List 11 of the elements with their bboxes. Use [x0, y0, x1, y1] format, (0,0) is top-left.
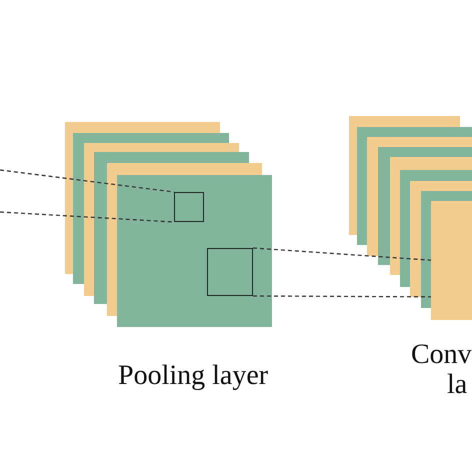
dashed-line	[253, 295, 431, 298]
layer-label: la	[447, 371, 468, 399]
pooling-window	[174, 192, 204, 222]
dashed-line	[0, 169, 174, 193]
layer-label: Pooling layer	[118, 362, 268, 390]
feature-map	[117, 175, 272, 327]
dashed-line	[252, 247, 432, 261]
feature-map	[431, 201, 472, 320]
dashed-line	[0, 211, 174, 223]
pooling-window	[207, 248, 253, 296]
layer-label: Conv	[411, 341, 472, 369]
